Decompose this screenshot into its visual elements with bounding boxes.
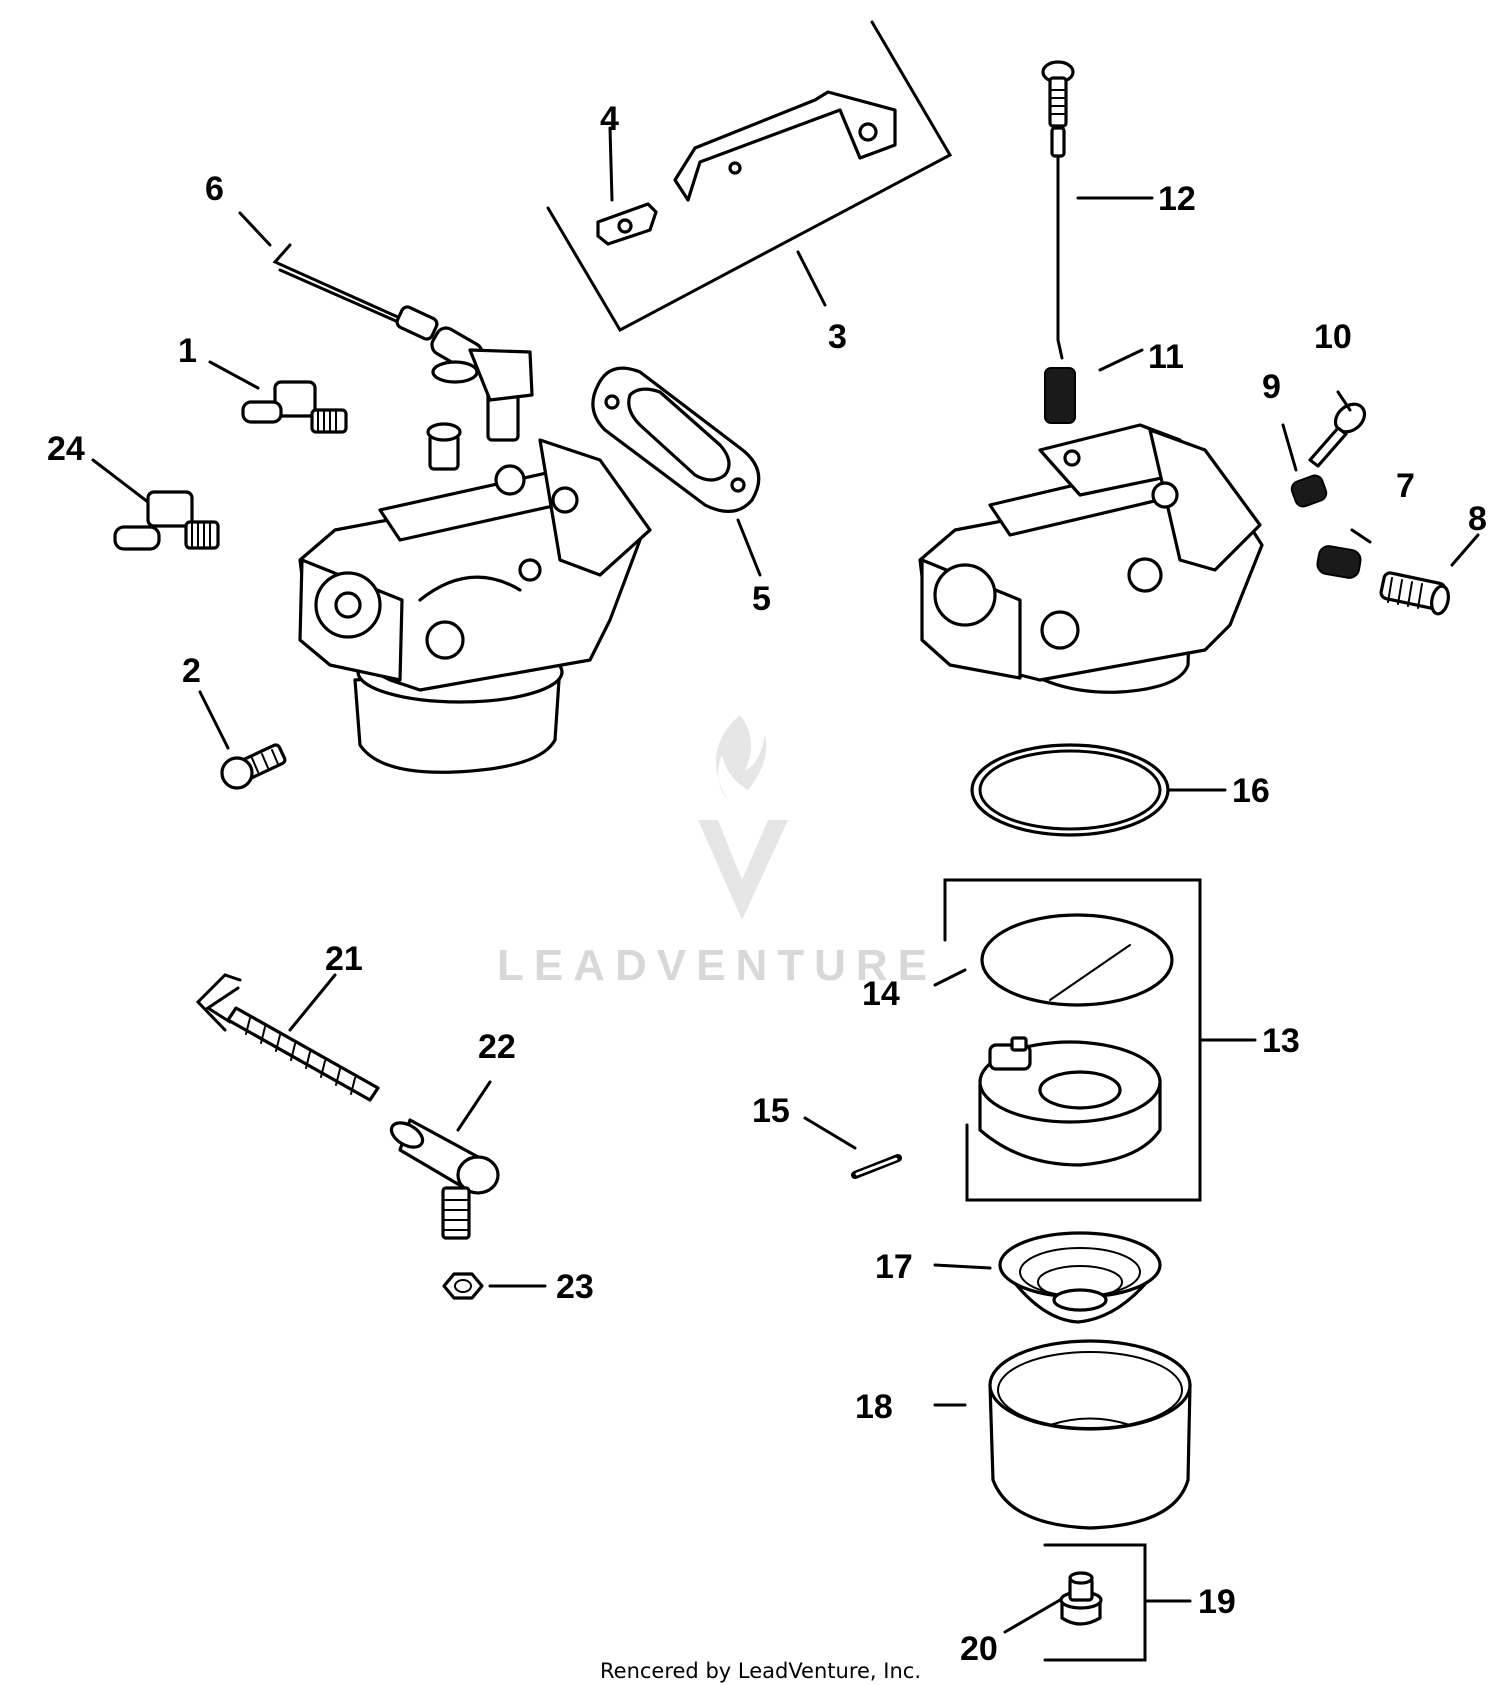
watermark-flame-icon [715,715,767,800]
part-5-gasket [591,366,761,513]
callout-9: 9 [1262,368,1281,406]
part-1-elbow-fitting [241,380,348,434]
part-21-rod [195,973,380,1102]
part-17-gasket-cone [998,1231,1162,1324]
part-22-swivel [389,1118,500,1240]
callout-7: 7 [1396,467,1415,505]
footer-credit: Rencered by LeadVenture, Inc. [600,1659,921,1683]
part-23-nut [442,1272,484,1300]
part-10-screw [1308,402,1367,468]
callout-1: 1 [178,332,197,370]
callout-23: 23 [556,1268,594,1306]
callout-13: 13 [1262,1022,1300,1060]
watermark-chevron-icon [698,820,788,920]
carburetor-assembly-right [918,423,1264,694]
callout-22: 22 [478,1028,516,1066]
part-24-elbow-fitting [113,490,220,551]
callout-6: 6 [205,170,224,208]
carburetor-assembly-left [298,348,652,774]
callout-14: 14 [862,975,900,1013]
part-18-float-bowl [988,1339,1192,1530]
callout-3: 3 [828,318,847,356]
part-2-screw [220,743,287,790]
callout-19: 19 [1198,1583,1236,1621]
part-15-pin [851,1154,902,1179]
callout-20: 20 [960,1630,998,1668]
leadventure-watermark: LEADVENTURE [497,715,937,990]
callout-5: 5 [752,580,771,618]
callout-labels: 1 2 3 4 5 6 7 8 9 10 11 12 13 14 15 16 1… [47,100,1487,1668]
part-3-bracket-kit [546,20,953,332]
part-16-o-ring [970,743,1170,837]
callout-4: 4 [600,100,619,138]
part-12-needle [1041,60,1075,360]
part-9-spring [1290,474,1328,508]
part-20-drain-screw [1059,1571,1103,1626]
part-7-spring [1316,545,1362,579]
callout-16: 16 [1232,772,1270,810]
callout-11: 11 [1148,338,1184,376]
leader-lines [91,126,1480,1634]
callout-10: 10 [1314,318,1352,356]
callout-21: 21 [325,940,363,978]
part-8-screw [1379,571,1450,616]
part-11-spring [1044,367,1076,424]
part-6-choke-link [272,243,484,372]
watermark-text: LEADVENTURE [497,941,937,990]
callout-24: 24 [47,430,85,468]
callout-18: 18 [855,1388,893,1426]
part-13-float-kit [943,878,1202,1202]
callout-2: 2 [182,652,201,690]
callout-15: 15 [752,1092,790,1130]
callout-17: 17 [875,1248,913,1286]
callout-12: 12 [1158,180,1196,218]
callout-8: 8 [1468,500,1487,538]
